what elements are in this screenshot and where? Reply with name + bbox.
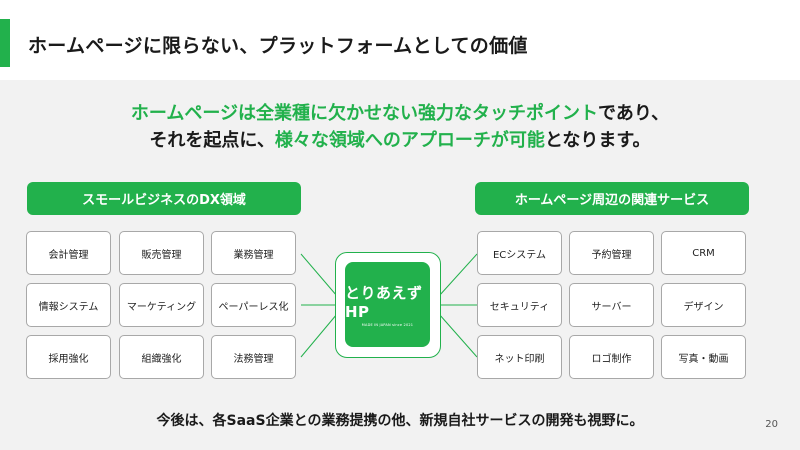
dx-item-recruiting: 採用強化 [26,335,111,379]
logo-tagline: MADE IN JAPAN since 2021 [361,323,414,327]
page-number: 20 [765,419,778,430]
service-item-logo: ロゴ制作 [569,335,654,379]
service-item-crm: CRM [661,231,746,275]
dx-item-it-systems: 情報システム [26,283,111,327]
headline-segment: であり、 [598,103,670,124]
service-item-design: デザイン [661,283,746,327]
dx-item-sales: 販売管理 [119,231,204,275]
headline-segment: それを起点に、 [149,130,275,151]
slide-title: ホームページに限らない、プラットフォームとしての価値 [28,35,528,57]
dx-item-organization: 組織強化 [119,335,204,379]
title-accent-bar [0,19,10,67]
dx-item-accounting: 会計管理 [26,231,111,275]
dx-item-legal: 法務管理 [211,335,296,379]
service-item-server: サーバー [569,283,654,327]
dx-item-paperless: ペーパーレス化 [211,283,296,327]
logo-text: とりあえずHP [345,284,423,321]
headline-segment: 様々な領域へのアプローチが可能 [274,130,545,151]
brand-logo: とりあえずHP MADE IN JAPAN since 2021 [345,262,430,347]
service-item-photo-video: 写真・動画 [661,335,746,379]
service-item-ec: ECシステム [477,231,562,275]
dx-item-marketing: マーケティング [119,283,204,327]
service-item-security: セキュリティ [477,283,562,327]
service-item-reservation: 予約管理 [569,231,654,275]
headline-line-2: それを起点に、様々な領域へのアプローチが可能となります。 [0,126,800,152]
headline-segment: となります。 [544,130,651,151]
left-section-header: スモールビジネスのDX領域 [27,182,301,215]
dx-item-operations: 業務管理 [211,231,296,275]
right-section-header: ホームページ周辺の関連サービス [475,182,749,215]
headline-segment: ホームページは全業種に欠かせない強力なタッチポイント [130,103,598,124]
headline-line-1: ホームページは全業種に欠かせない強力なタッチポイントであり、 [0,99,800,125]
service-item-print: ネット印刷 [477,335,562,379]
footer-note: 今後は、各SaaS企業との業務提携の他、新規自社サービスの開発も視野に。 [156,413,644,429]
logo-container: とりあえずHP MADE IN JAPAN since 2021 [335,252,441,358]
